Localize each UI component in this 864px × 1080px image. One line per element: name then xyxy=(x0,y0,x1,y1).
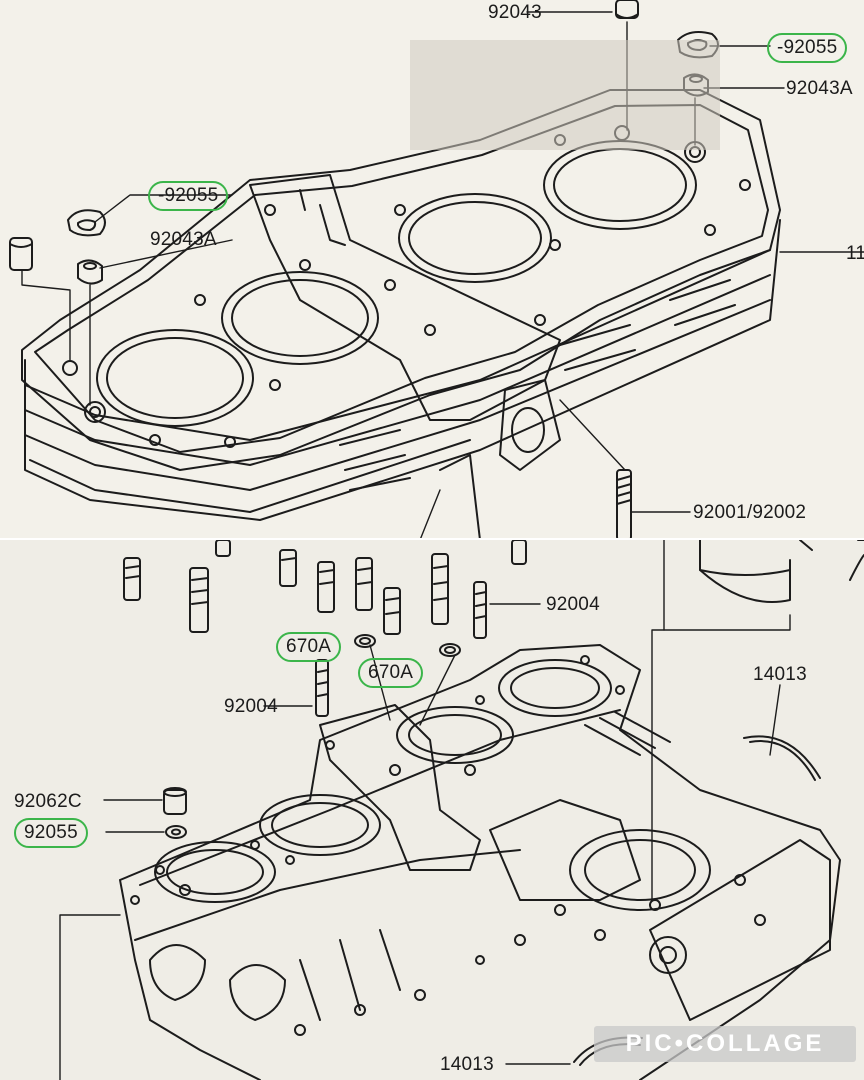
o-ring-left xyxy=(354,634,376,648)
part-label-92004-right: 92004 xyxy=(546,594,600,615)
washer-92055-left xyxy=(67,209,106,237)
crankcase-bolt-holes xyxy=(130,655,766,1036)
pic-collage-watermark: PIC•COLLAGE xyxy=(594,1026,856,1062)
part-label-670A-right: 670A xyxy=(358,658,424,688)
dowel-92062C xyxy=(163,787,187,815)
bottom-leader-lines xyxy=(59,540,791,1080)
part-label-92055-top-right: -92055 xyxy=(767,33,848,63)
bearing-insert-14013-top xyxy=(749,740,816,781)
cylinder-studs xyxy=(123,540,527,717)
part-label-14013-bottom: 14013 xyxy=(440,1054,494,1075)
part-label-92001-92002: 92001/92002 xyxy=(693,502,807,523)
crankcase-outline xyxy=(119,644,841,1080)
cylinder-fins xyxy=(24,219,781,521)
dowel-92043A-left xyxy=(77,259,103,285)
part-label-92043A-top-right: 92043A xyxy=(786,78,853,99)
crankcase-diagram-panel: 92004 670A 670A 14013 92004 92062C 92055… xyxy=(0,540,864,1080)
part-label-11-cut: 11 xyxy=(846,243,864,264)
part-label-92062C: 92062C xyxy=(14,791,82,812)
crankcase-drawing xyxy=(59,540,864,1080)
part-label-92043A-top-left: 92043A xyxy=(150,229,217,250)
head-bolt-92001 xyxy=(616,469,632,540)
part-label-92055-top-left: -92055 xyxy=(148,181,229,211)
cylinder-head-drawing xyxy=(9,0,864,540)
part-label-670A-left: 670A xyxy=(276,632,342,662)
washer-92055-bottom xyxy=(165,825,187,839)
part-label-14013-top: 14013 xyxy=(753,664,807,685)
head-gasket-outline xyxy=(21,89,781,471)
part-label-92043-top: 92043 xyxy=(488,2,542,23)
part-label-92055-bottom: 92055 xyxy=(14,818,88,848)
dowel-left-edge xyxy=(9,237,33,271)
part-label-92004-left: 92004 xyxy=(224,696,278,717)
o-ring-right xyxy=(439,643,461,657)
cylinder-head-diagram-panel: 92043 -92055 92043A -92055 92043A 11 920… xyxy=(9,0,864,540)
dowel-92043 xyxy=(615,0,639,19)
